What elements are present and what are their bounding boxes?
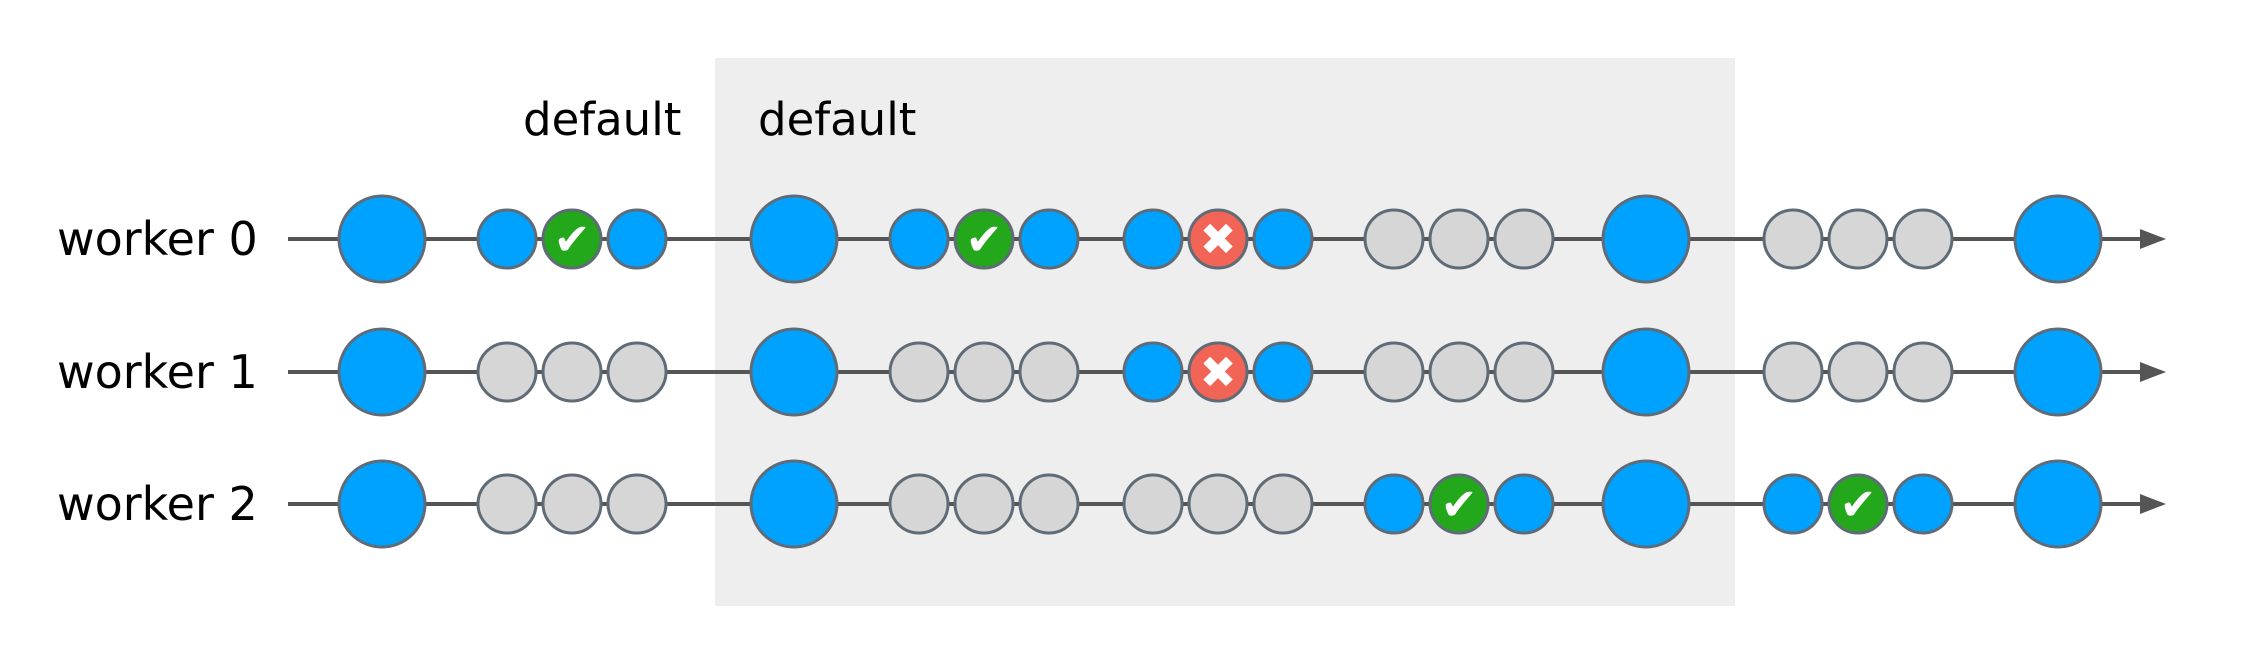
idle-step-node bbox=[1363, 208, 1425, 270]
idle-step-node bbox=[541, 473, 603, 535]
idle-step-node bbox=[1493, 341, 1555, 403]
failure-node bbox=[1187, 341, 1249, 403]
checkpoint-node bbox=[337, 194, 427, 284]
worker-label-1: worker 1 bbox=[57, 345, 258, 399]
checkpoint-node bbox=[1601, 327, 1691, 417]
active-step-node bbox=[1122, 208, 1184, 270]
idle-step-node bbox=[888, 473, 950, 535]
idle-step-node bbox=[1827, 208, 1889, 270]
idle-step-node bbox=[953, 341, 1015, 403]
idle-step-node bbox=[541, 341, 603, 403]
group-label-outer: default bbox=[523, 93, 681, 146]
idle-step-node bbox=[606, 473, 668, 535]
check-icon: ✔ bbox=[1840, 480, 1877, 531]
idle-step-node bbox=[476, 473, 538, 535]
checkpoint-node bbox=[2013, 327, 2103, 417]
active-step-node bbox=[1363, 473, 1425, 535]
cross-icon: ✖ bbox=[1200, 215, 1237, 266]
worker-label-2: worker 2 bbox=[57, 477, 258, 531]
idle-step-node bbox=[1762, 341, 1824, 403]
success-node bbox=[1428, 473, 1490, 535]
idle-step-node bbox=[1122, 473, 1184, 535]
idle-step-node bbox=[1493, 208, 1555, 270]
idle-step-node bbox=[1363, 341, 1425, 403]
active-step-node bbox=[1892, 473, 1954, 535]
idle-step-node bbox=[1892, 341, 1954, 403]
active-step-node bbox=[1018, 208, 1080, 270]
timeline-arrowhead bbox=[2140, 494, 2166, 514]
check-icon: ✔ bbox=[966, 215, 1003, 266]
checkpoint-node bbox=[749, 194, 839, 284]
checkpoint-node bbox=[2013, 459, 2103, 549]
active-step-node bbox=[1252, 341, 1314, 403]
active-step-node bbox=[476, 208, 538, 270]
worker-row-2: ✔✔ bbox=[288, 459, 2166, 549]
timeline-arrowhead bbox=[2140, 229, 2166, 249]
idle-step-node bbox=[1252, 473, 1314, 535]
idle-step-node bbox=[953, 473, 1015, 535]
check-icon: ✔ bbox=[1441, 480, 1478, 531]
active-step-node bbox=[1252, 208, 1314, 270]
idle-step-node bbox=[1018, 473, 1080, 535]
timeline-arrowhead bbox=[2140, 362, 2166, 382]
checkpoint-node bbox=[337, 327, 427, 417]
idle-step-node bbox=[1428, 208, 1490, 270]
idle-step-node bbox=[476, 341, 538, 403]
check-icon: ✔ bbox=[554, 215, 591, 266]
idle-step-node bbox=[606, 341, 668, 403]
idle-step-node bbox=[888, 341, 950, 403]
cross-icon: ✖ bbox=[1200, 348, 1237, 399]
idle-step-node bbox=[1428, 341, 1490, 403]
idle-step-node bbox=[1762, 208, 1824, 270]
checkpoint-node bbox=[1601, 459, 1691, 549]
active-step-node bbox=[888, 208, 950, 270]
idle-step-node bbox=[1187, 473, 1249, 535]
success-node bbox=[953, 208, 1015, 270]
active-step-node bbox=[606, 208, 668, 270]
checkpoint-node bbox=[749, 459, 839, 549]
checkpoint-node bbox=[337, 459, 427, 549]
worker-row-0: ✔ ✔ ✖ bbox=[288, 194, 2166, 284]
success-node bbox=[1827, 473, 1889, 535]
checkpoint-node bbox=[1601, 194, 1691, 284]
active-step-node bbox=[1762, 473, 1824, 535]
idle-step-node bbox=[1018, 341, 1080, 403]
success-node bbox=[541, 208, 603, 270]
failure-node bbox=[1187, 208, 1249, 270]
active-step-node bbox=[1493, 473, 1555, 535]
active-step-node bbox=[1122, 341, 1184, 403]
worker-label-0: worker 0 bbox=[57, 212, 258, 266]
idle-step-node bbox=[1827, 341, 1889, 403]
checkpoint-node bbox=[2013, 194, 2103, 284]
worker-timelines: ✔✔✖✖✔✔ bbox=[288, 194, 2166, 549]
worker-row-1: ✖ bbox=[288, 327, 2166, 417]
idle-step-node bbox=[1892, 208, 1954, 270]
group-label-inner: default bbox=[758, 93, 916, 146]
checkpoint-node bbox=[749, 327, 839, 417]
